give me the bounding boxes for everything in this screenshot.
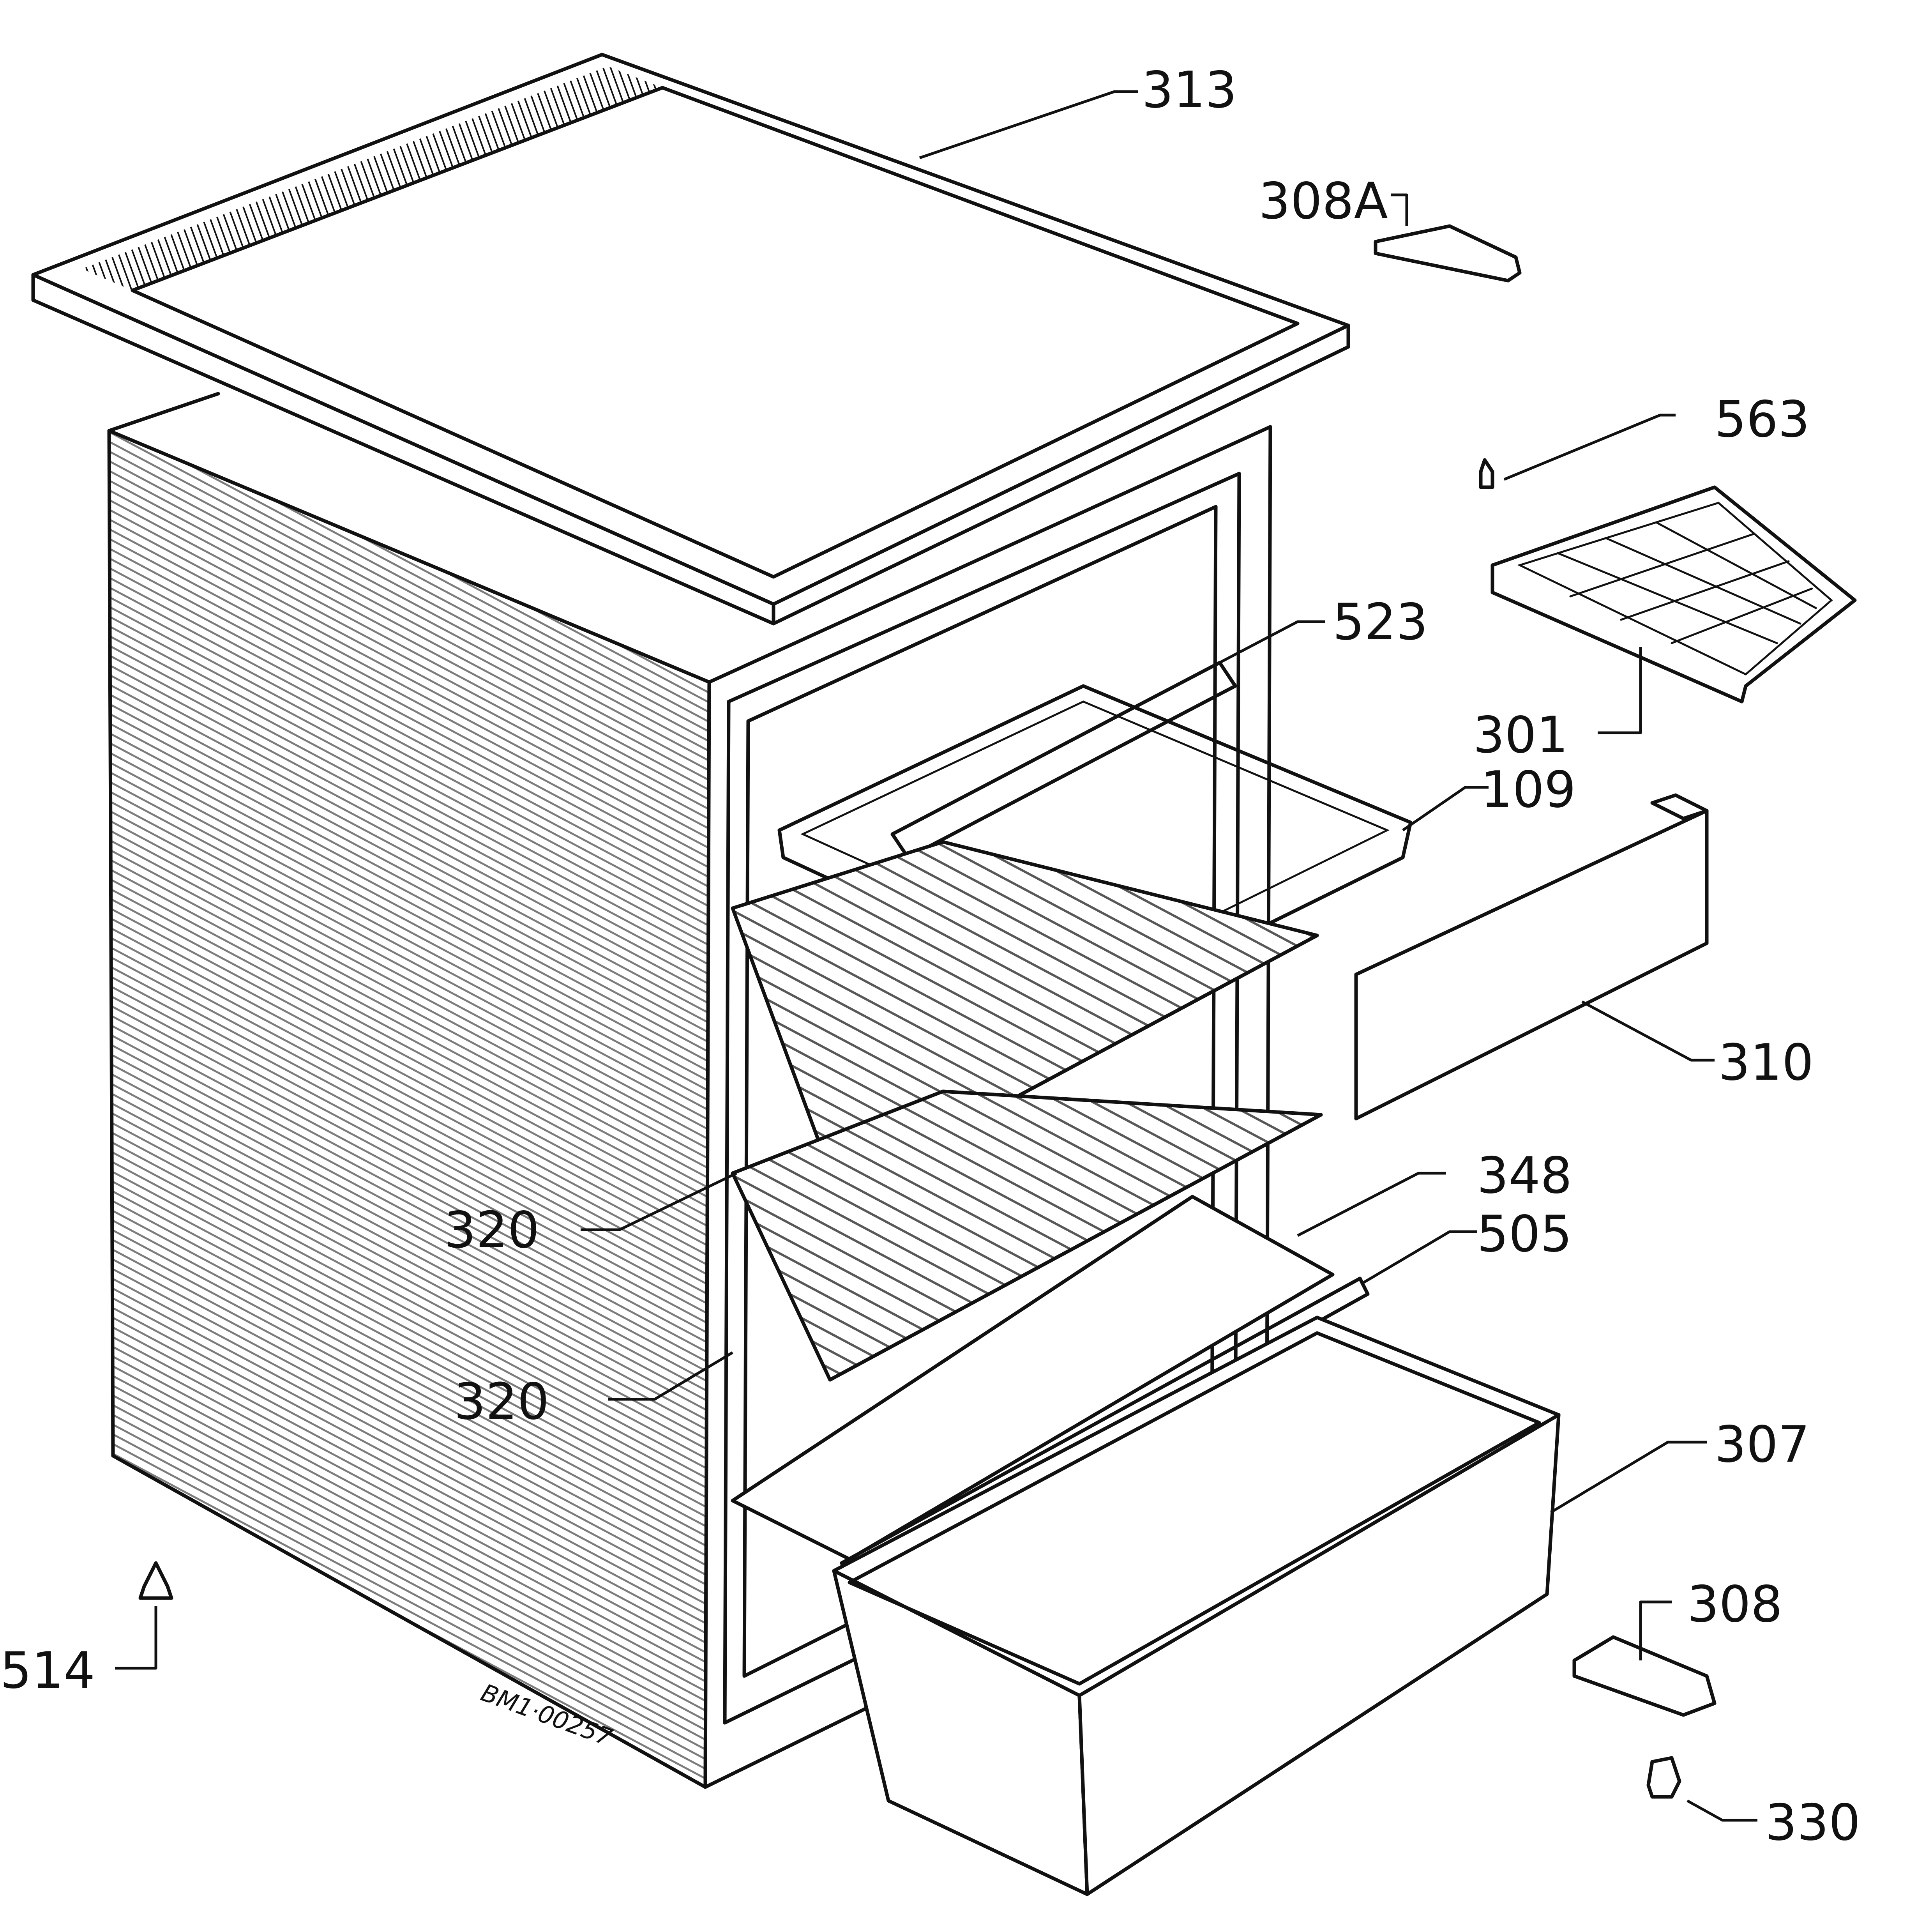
label-330: 330 (1765, 1794, 1860, 1852)
label-320-upper: 320 (444, 1201, 539, 1259)
part-labels: 313 308A 563 523 301 109 310 348 505 320… (0, 61, 1860, 1852)
label-109: 109 (1481, 761, 1576, 819)
adjustable-foot (1646, 1756, 1681, 1799)
crisper-drawer (832, 1315, 1561, 1896)
ice-cube-tray (1491, 485, 1857, 704)
leader-330 (1687, 1799, 1757, 1822)
label-308: 308 (1687, 1575, 1782, 1634)
freezer-flap (1354, 793, 1709, 1121)
leader-109 (1402, 786, 1489, 831)
label-301: 301 (1473, 706, 1568, 764)
label-313: 313 (1142, 61, 1237, 119)
leader-lines (115, 90, 1757, 1822)
label-308a: 308A (1259, 172, 1388, 230)
label-310: 310 (1718, 1034, 1814, 1092)
lower-wire-shelf (731, 1089, 1323, 1382)
worktop (31, 53, 1350, 626)
cap (1479, 458, 1494, 489)
leader-320a (581, 1172, 737, 1231)
leader-313 (919, 90, 1138, 159)
leader-310 (1581, 1000, 1715, 1062)
label-514: 514 (0, 1642, 95, 1700)
label-523: 523 (1333, 593, 1428, 651)
leader-301 (1598, 647, 1642, 734)
leader-348 (1297, 1172, 1446, 1237)
upper-hinge (1374, 224, 1522, 283)
leader-514 (115, 1606, 157, 1670)
leader-523 (1219, 620, 1325, 664)
leader-308a (1391, 193, 1408, 226)
label-348: 348 (1477, 1147, 1572, 1205)
leader-320b (608, 1351, 733, 1401)
rail (890, 661, 1237, 859)
label-505: 505 (1477, 1205, 1572, 1263)
leader-505 (1363, 1230, 1477, 1284)
fixing-plug (138, 1561, 173, 1600)
label-563: 563 (1715, 391, 1810, 449)
lower-hinge (1572, 1635, 1717, 1717)
label-307: 307 (1715, 1416, 1810, 1474)
upper-wire-shelf (731, 840, 1319, 1195)
label-320-lower: 320 (454, 1373, 549, 1431)
leader-308 (1639, 1600, 1672, 1660)
leader-563 (1503, 414, 1676, 481)
leader-307 (1550, 1441, 1707, 1514)
